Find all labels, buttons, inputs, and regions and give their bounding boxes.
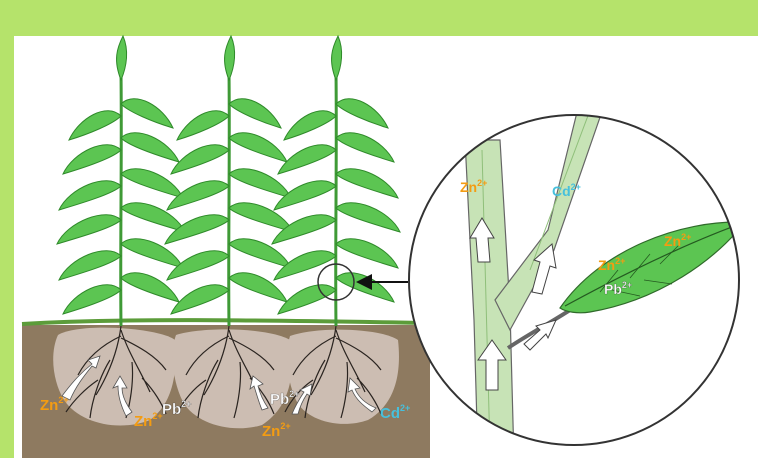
- plant-leaf: [336, 203, 400, 232]
- plant-leaf: [57, 215, 121, 244]
- plant-leaf: [63, 285, 121, 314]
- plant-top-leaf: [225, 36, 235, 80]
- ion-symbol: Pb: [162, 401, 181, 418]
- ion-symbol: Zn: [598, 257, 615, 273]
- ion-symbol: Zn: [262, 423, 280, 440]
- plants: [57, 36, 400, 326]
- plant-leaf: [336, 133, 394, 162]
- plant-leaf: [121, 239, 183, 268]
- plant-leaf: [177, 111, 229, 140]
- plant-leaf: [69, 111, 121, 140]
- plant-leaf: [278, 285, 336, 314]
- ion-symbol: Pb: [270, 391, 289, 408]
- plant-leaf: [229, 239, 291, 268]
- plant-leaf: [59, 251, 121, 280]
- plant-leaf: [59, 181, 121, 210]
- plant-top-leaf: [332, 36, 342, 80]
- ground-line: [22, 320, 430, 324]
- plant-leaf: [171, 285, 229, 314]
- plant-top-leaf: [117, 36, 127, 80]
- ion-charge: 2+: [477, 178, 487, 188]
- ion-charge: 2+: [622, 280, 632, 290]
- ion-charge: 2+: [181, 399, 191, 409]
- ion-charge: 2+: [289, 389, 299, 399]
- plant-leaf: [63, 145, 121, 174]
- plant-icon: [57, 36, 185, 326]
- ion-symbol: Cd: [380, 405, 400, 422]
- ion-symbol: Zn: [460, 179, 477, 195]
- ion-symbol: Cd: [552, 183, 571, 199]
- ion-symbol: Zn: [134, 413, 152, 430]
- plant-stem: [336, 72, 337, 326]
- plant-leaf: [336, 169, 398, 198]
- ion-charge: 2+: [681, 232, 691, 242]
- plant-leaf: [171, 145, 229, 174]
- plant-icon: [165, 36, 293, 326]
- ion-charge: 2+: [571, 182, 581, 192]
- ion-symbol: Pb: [604, 281, 622, 297]
- plant-leaf: [229, 99, 281, 128]
- ion-charge: 2+: [58, 395, 68, 405]
- plant-leaf: [284, 111, 336, 140]
- plant-leaf: [278, 145, 336, 174]
- ion-charge: 2+: [280, 421, 290, 431]
- plant-leaf: [229, 133, 287, 162]
- ion-symbol: Zn: [40, 397, 58, 414]
- plant-leaf: [121, 133, 179, 162]
- zoom-view: Zn2+Cd2+Zn2+Zn2+Pb2+: [409, 100, 745, 458]
- ion-charge: 2+: [615, 256, 625, 266]
- plant-leaf: [336, 99, 388, 128]
- plant-leaf: [336, 239, 398, 268]
- plant-leaf: [121, 99, 173, 128]
- ion-charge: 2+: [400, 403, 410, 413]
- plant-stem: [229, 72, 230, 326]
- ion-symbol: Zn: [664, 233, 681, 249]
- plant-stem: [121, 72, 122, 326]
